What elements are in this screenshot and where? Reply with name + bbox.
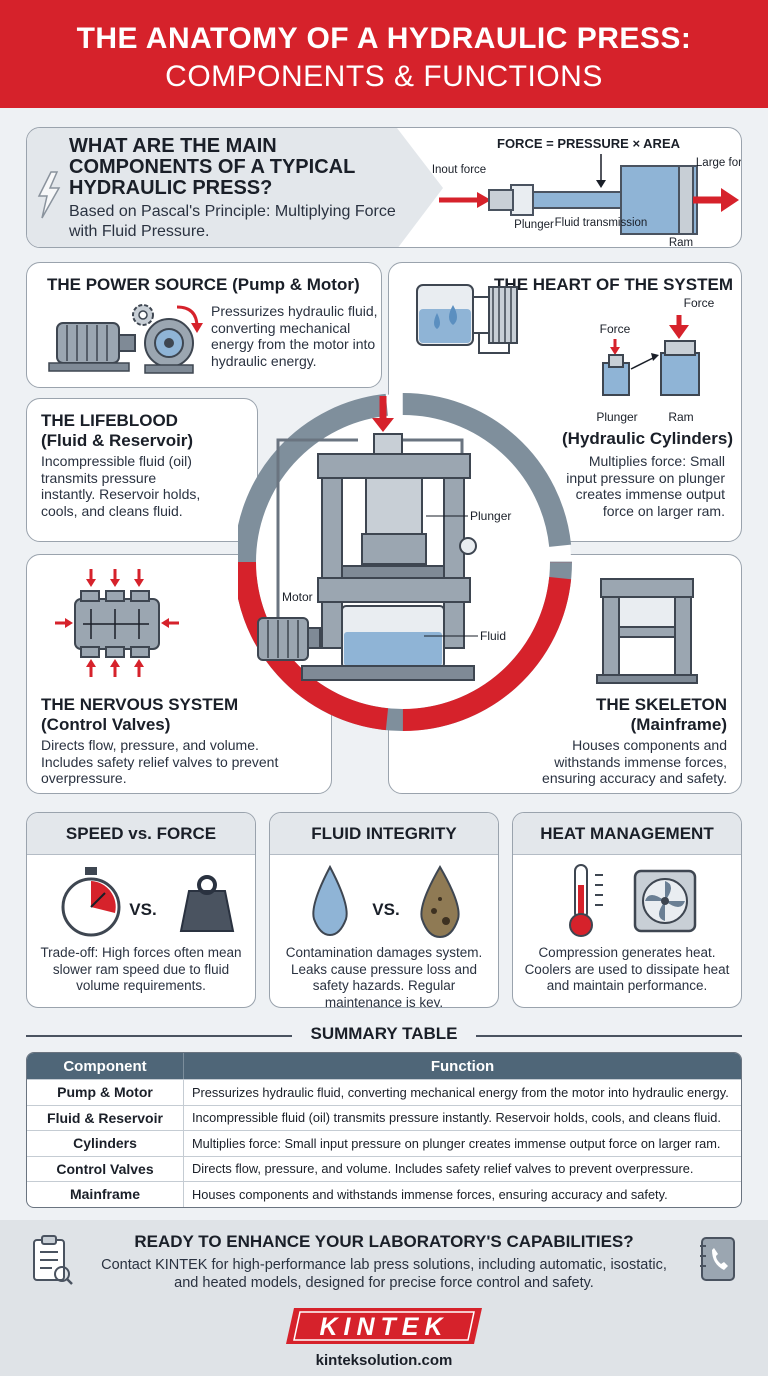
cta-body: Contact KINTEK for high-performance lab … xyxy=(101,1257,667,1291)
intro-panel: WHAT ARE THE MAIN COMPONENTS OF A TYPICA… xyxy=(26,127,742,248)
card-body: Directs flow, pressure, and volume. Incl… xyxy=(41,737,279,786)
component-cell: Control Valves xyxy=(27,1155,184,1181)
plunger-label: Plunger xyxy=(514,219,554,231)
phone-book-icon[interactable] xyxy=(696,1234,740,1284)
component-cell: Fluid & Reservoir xyxy=(27,1104,184,1130)
function-cell: Pressurizes hydraulic fluid, converting … xyxy=(184,1079,741,1105)
website-link[interactable]: kinteksolution.com xyxy=(315,1352,453,1369)
card-body: Contamination damages system. Leaks caus… xyxy=(285,945,483,1008)
function-cell: Directs flow, pressure, and volume. Incl… xyxy=(184,1155,741,1182)
component-cell: Pump & Motor xyxy=(27,1079,184,1105)
card-heat-management: HEAT MANAGEMENT Compression generates he… xyxy=(512,812,742,1008)
clean-vs-dirty-fluid: VS. xyxy=(312,864,460,939)
fluid-transmission-label: Fluid transmission xyxy=(555,217,648,229)
card-body: Houses components and withstands immense… xyxy=(542,737,727,786)
svg-text:VS.: VS. xyxy=(372,900,399,919)
reservoir-cooler-icon xyxy=(416,284,518,354)
card-body: Incompressible fluid (oil) transmits pre… xyxy=(41,453,201,519)
motor-callout: Motor xyxy=(282,590,313,604)
footer-cta: READY TO ENHANCE YOUR LABORATORY'S CAPAB… xyxy=(0,1220,768,1376)
card-subtitle: (Hydraulic Cylinders) xyxy=(562,429,733,448)
card-title: THE HEART OF THE SYSTEM xyxy=(494,275,733,294)
fluid-callout: Fluid xyxy=(480,629,506,643)
page-subtitle: COMPONENTS & FUNCTIONS xyxy=(165,60,603,93)
function-cell: Incompressible fluid (oil) transmits pre… xyxy=(184,1104,741,1131)
stopwatch-vs-weight: VS. xyxy=(61,867,235,937)
arrow-right-icon xyxy=(721,188,739,212)
intro-banner xyxy=(27,128,443,247)
card-title: THE POWER SOURCE (Pump & Motor) xyxy=(47,275,360,294)
svg-text:KINTEK: KINTEK xyxy=(319,1313,448,1341)
input-force-label: Inout force xyxy=(432,164,486,176)
card-body: Trade-off: High forces often mean slower… xyxy=(40,945,242,993)
central-press-illustration: Plunger Motor Fluid xyxy=(238,393,572,731)
function-cell: Multiplies force: Small input pressure o… xyxy=(184,1130,741,1156)
page-title: THE ANATOMY OF A HYDRAULIC PRESS: xyxy=(76,22,692,55)
card-body: Compression generates heat. Coolers are … xyxy=(524,945,730,993)
card-title: HEAT MANAGEMENT xyxy=(513,813,741,855)
kintek-logo[interactable]: KINTEK xyxy=(286,1306,482,1346)
card-title: SPEED vs. FORCE xyxy=(27,813,255,855)
divider xyxy=(476,1035,742,1037)
mainframe-icon xyxy=(596,578,698,684)
cylinder-diagram: Force Force Plunger Ram xyxy=(596,296,715,424)
arrow-down-icon xyxy=(669,325,689,339)
card-fluid-integrity: FLUID INTEGRITY VS. Contamination damage… xyxy=(269,812,499,1008)
svg-text:Force: Force xyxy=(600,322,631,336)
formula-text: FORCE = PRESSURE × AREA xyxy=(497,136,681,151)
gauge-icon xyxy=(459,537,477,555)
dirty-droplet-icon xyxy=(420,865,460,939)
motor-icon xyxy=(257,617,309,661)
weight-icon xyxy=(179,890,235,932)
table-row: Control Valves Directs flow, pressure, a… xyxy=(27,1155,741,1182)
svg-text:Ram: Ram xyxy=(668,410,693,424)
table-row: Cylinders Multiplies force: Small input … xyxy=(27,1130,741,1156)
svg-text:Force: Force xyxy=(684,296,715,310)
pascal-diagram: Inout force Large force Plunger Fluid tr… xyxy=(432,154,741,248)
summary-title: SUMMARY TABLE xyxy=(310,1024,458,1043)
divider xyxy=(26,1035,292,1037)
svg-text:VS.: VS. xyxy=(129,900,156,919)
card-title: THE SKELETON (Mainframe) xyxy=(596,695,727,734)
cta-title: READY TO ENHANCE YOUR LABORATORY'S CAPAB… xyxy=(134,1232,634,1251)
component-cell: Mainframe xyxy=(27,1181,184,1207)
card-title: THE LIFEBLOOD (Fluid & Reservoir) xyxy=(41,411,194,450)
card-body: Multiplies force: Small input pressure o… xyxy=(566,453,725,519)
card-power-source: THE POWER SOURCE (Pump & Motor) Pressuri… xyxy=(26,262,382,388)
header-banner: THE ANATOMY OF A HYDRAULIC PRESS: COMPON… xyxy=(0,0,768,108)
table-row: Mainframe Houses components and withstan… xyxy=(27,1181,741,1207)
table-row: Fluid & Reservoir Incompressible fluid (… xyxy=(27,1104,741,1131)
pump-motor-icon xyxy=(48,304,203,374)
droplet-icon xyxy=(434,313,440,329)
intro-question: WHAT ARE THE MAIN COMPONENTS OF A TYPICA… xyxy=(69,135,355,199)
control-valve-icon xyxy=(55,569,179,677)
column-header: Component xyxy=(27,1053,184,1079)
card-title: FLUID INTEGRITY xyxy=(270,813,498,855)
table-row: Pump & Motor Pressurizes hydraulic fluid… xyxy=(27,1079,741,1105)
svg-text:Plunger: Plunger xyxy=(596,410,637,424)
card-title: THE NERVOUS SYSTEM (Control Valves) xyxy=(41,695,239,734)
arrow-down-icon xyxy=(610,347,620,355)
arrow-right-icon xyxy=(477,192,491,208)
ram-label: Ram xyxy=(669,237,693,248)
card-speed-vs-force: SPEED vs. FORCE VS. Trade-off: High forc… xyxy=(26,812,256,1008)
large-force-label: Large force xyxy=(696,157,741,169)
card-body: Pressurizes hydraulic fluid, converting … xyxy=(211,303,378,369)
arrow-down-icon xyxy=(372,418,394,432)
component-cell: Cylinders xyxy=(27,1130,184,1156)
lightning-icon xyxy=(37,171,61,219)
card-fluid-reservoir: THE LIFEBLOOD (Fluid & Reservoir) Incomp… xyxy=(26,398,258,542)
droplet-icon xyxy=(449,305,457,325)
clean-droplet-icon xyxy=(312,864,348,937)
function-cell: Houses components and withstands immense… xyxy=(184,1181,741,1207)
table-header-row: Component Function xyxy=(27,1053,741,1079)
intro-subtitle: Based on Pascal's Principle: Multiplying… xyxy=(69,203,396,240)
plunger-callout: Plunger xyxy=(470,509,511,523)
thermometer-and-fan xyxy=(569,864,697,937)
summary-table: Component Function Pump & Motor Pressuri… xyxy=(26,1052,742,1208)
column-header: Function xyxy=(184,1053,741,1079)
clipboard-checklist-icon xyxy=(33,1235,73,1285)
